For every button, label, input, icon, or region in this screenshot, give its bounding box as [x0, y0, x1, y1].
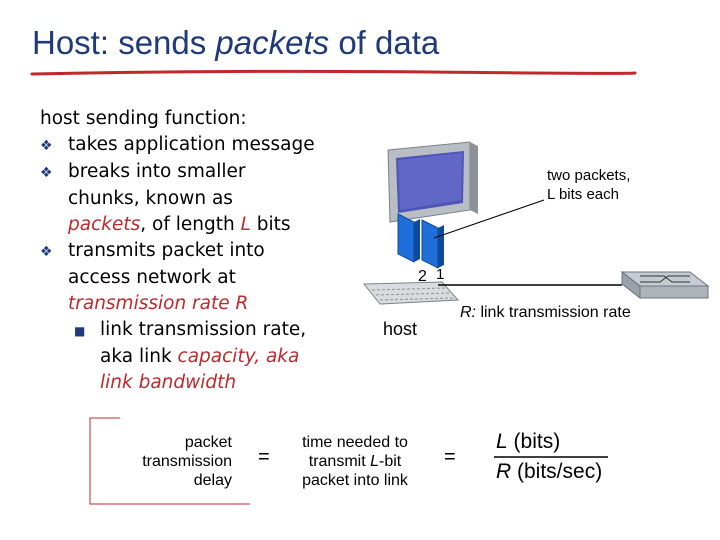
bullet-list: host sending function: ❖ takes applicatio… — [40, 106, 315, 396]
packet-number-1: 1 — [436, 266, 445, 283]
packets-term: packets — [68, 214, 141, 235]
equals-sign-2: = — [444, 446, 456, 468]
packet-2-icon — [397, 213, 420, 263]
time-term-2b: -bit — [379, 453, 402, 470]
bullet-3: ❖ transmits packet into — [40, 238, 315, 265]
packet-1-icon — [421, 219, 444, 269]
numerator-L: L — [496, 430, 508, 453]
rate-label-R: R: — [460, 304, 476, 321]
bullet-1-text: takes application message — [68, 134, 315, 155]
L-term: L — [240, 214, 251, 235]
host-label: host — [383, 319, 418, 339]
time-term-2: transmit L-bit — [284, 452, 426, 471]
bullet-1: ❖ takes application message — [40, 132, 315, 159]
rate-label-text: link transmission rate — [476, 304, 631, 321]
sub-bullet-cont: aka link capacity, aka — [40, 344, 315, 370]
title-underline — [30, 69, 637, 76]
title-prefix: Host: sends — [32, 24, 216, 61]
equals-sign-1: = — [258, 446, 270, 468]
packets-caption: two packets, L bits each — [547, 166, 630, 204]
bullet-2-end: bits — [250, 214, 291, 235]
bullet-3-cont2: transmission rate R — [40, 291, 315, 317]
bullet-arrow-icon: ❖ — [40, 138, 53, 154]
bullet-2: ❖ breaks into smaller — [40, 159, 315, 186]
delay-term-2: transmission — [142, 453, 232, 470]
title-suffix: of data — [329, 24, 440, 61]
sub-bullet-cont2: link bandwidth — [40, 370, 315, 396]
packets-caption-1: two packets, — [547, 167, 631, 184]
bullet-3-cont: access network at — [68, 267, 236, 288]
monitor-icon — [387, 141, 478, 223]
sub-bullet: ■ link transmission rate, — [40, 317, 315, 344]
time-term: time needed to transmit L-bit packet int… — [284, 433, 426, 490]
keyboard-icon — [362, 281, 460, 305]
numerator-unit: (bits) — [507, 430, 561, 453]
bullet-2-cont2: packets, of length L bits — [40, 212, 315, 238]
time-term-3: packet into link — [302, 472, 408, 489]
denominator-R: R — [496, 460, 512, 483]
slide-title: Host: sends packets of data — [32, 24, 439, 62]
packets-callout-line — [433, 199, 545, 239]
bullet-arrow-icon: ❖ — [40, 165, 53, 181]
time-term-L: L — [370, 453, 379, 470]
bullet-2-text-a: breaks into smaller — [68, 161, 246, 182]
bullet-arrow-icon: ❖ — [40, 244, 53, 260]
capacity-term: capacity, aka — [177, 346, 300, 367]
rate-label: R: link transmission rate — [460, 303, 631, 322]
delay-term: packet transmission delay — [96, 433, 232, 490]
fraction-denominator: R (bits/sec) — [496, 460, 602, 484]
packets-caption-2: L bits each — [547, 186, 619, 203]
delay-term-3: delay — [193, 472, 232, 489]
time-term-1: time needed to — [302, 434, 408, 451]
sub-bullet-plain: aka link — [100, 346, 178, 367]
bullet-2-cont: chunks, known as — [68, 188, 233, 209]
fraction-numerator: L (bits) — [496, 430, 560, 454]
denominator-unit: (bits/sec) — [511, 460, 603, 483]
packet-number-2: 2 — [418, 268, 427, 285]
title-italic: packets — [215, 24, 330, 61]
bandwidth-term: link bandwidth — [100, 372, 237, 393]
time-term-2a: transmit — [308, 453, 371, 470]
switch-icon — [620, 270, 710, 300]
sub-bullet-text-a: link transmission rate, — [100, 319, 307, 340]
rate-term: transmission rate R — [68, 293, 249, 314]
intro-line: host sending function: — [40, 108, 247, 129]
square-bullet-icon: ■ — [74, 324, 86, 338]
bullet-3-text-a: transmits packet into — [68, 240, 265, 261]
delay-term-1: packet — [184, 434, 232, 451]
bullet-2-mid: , of length — [140, 214, 241, 235]
